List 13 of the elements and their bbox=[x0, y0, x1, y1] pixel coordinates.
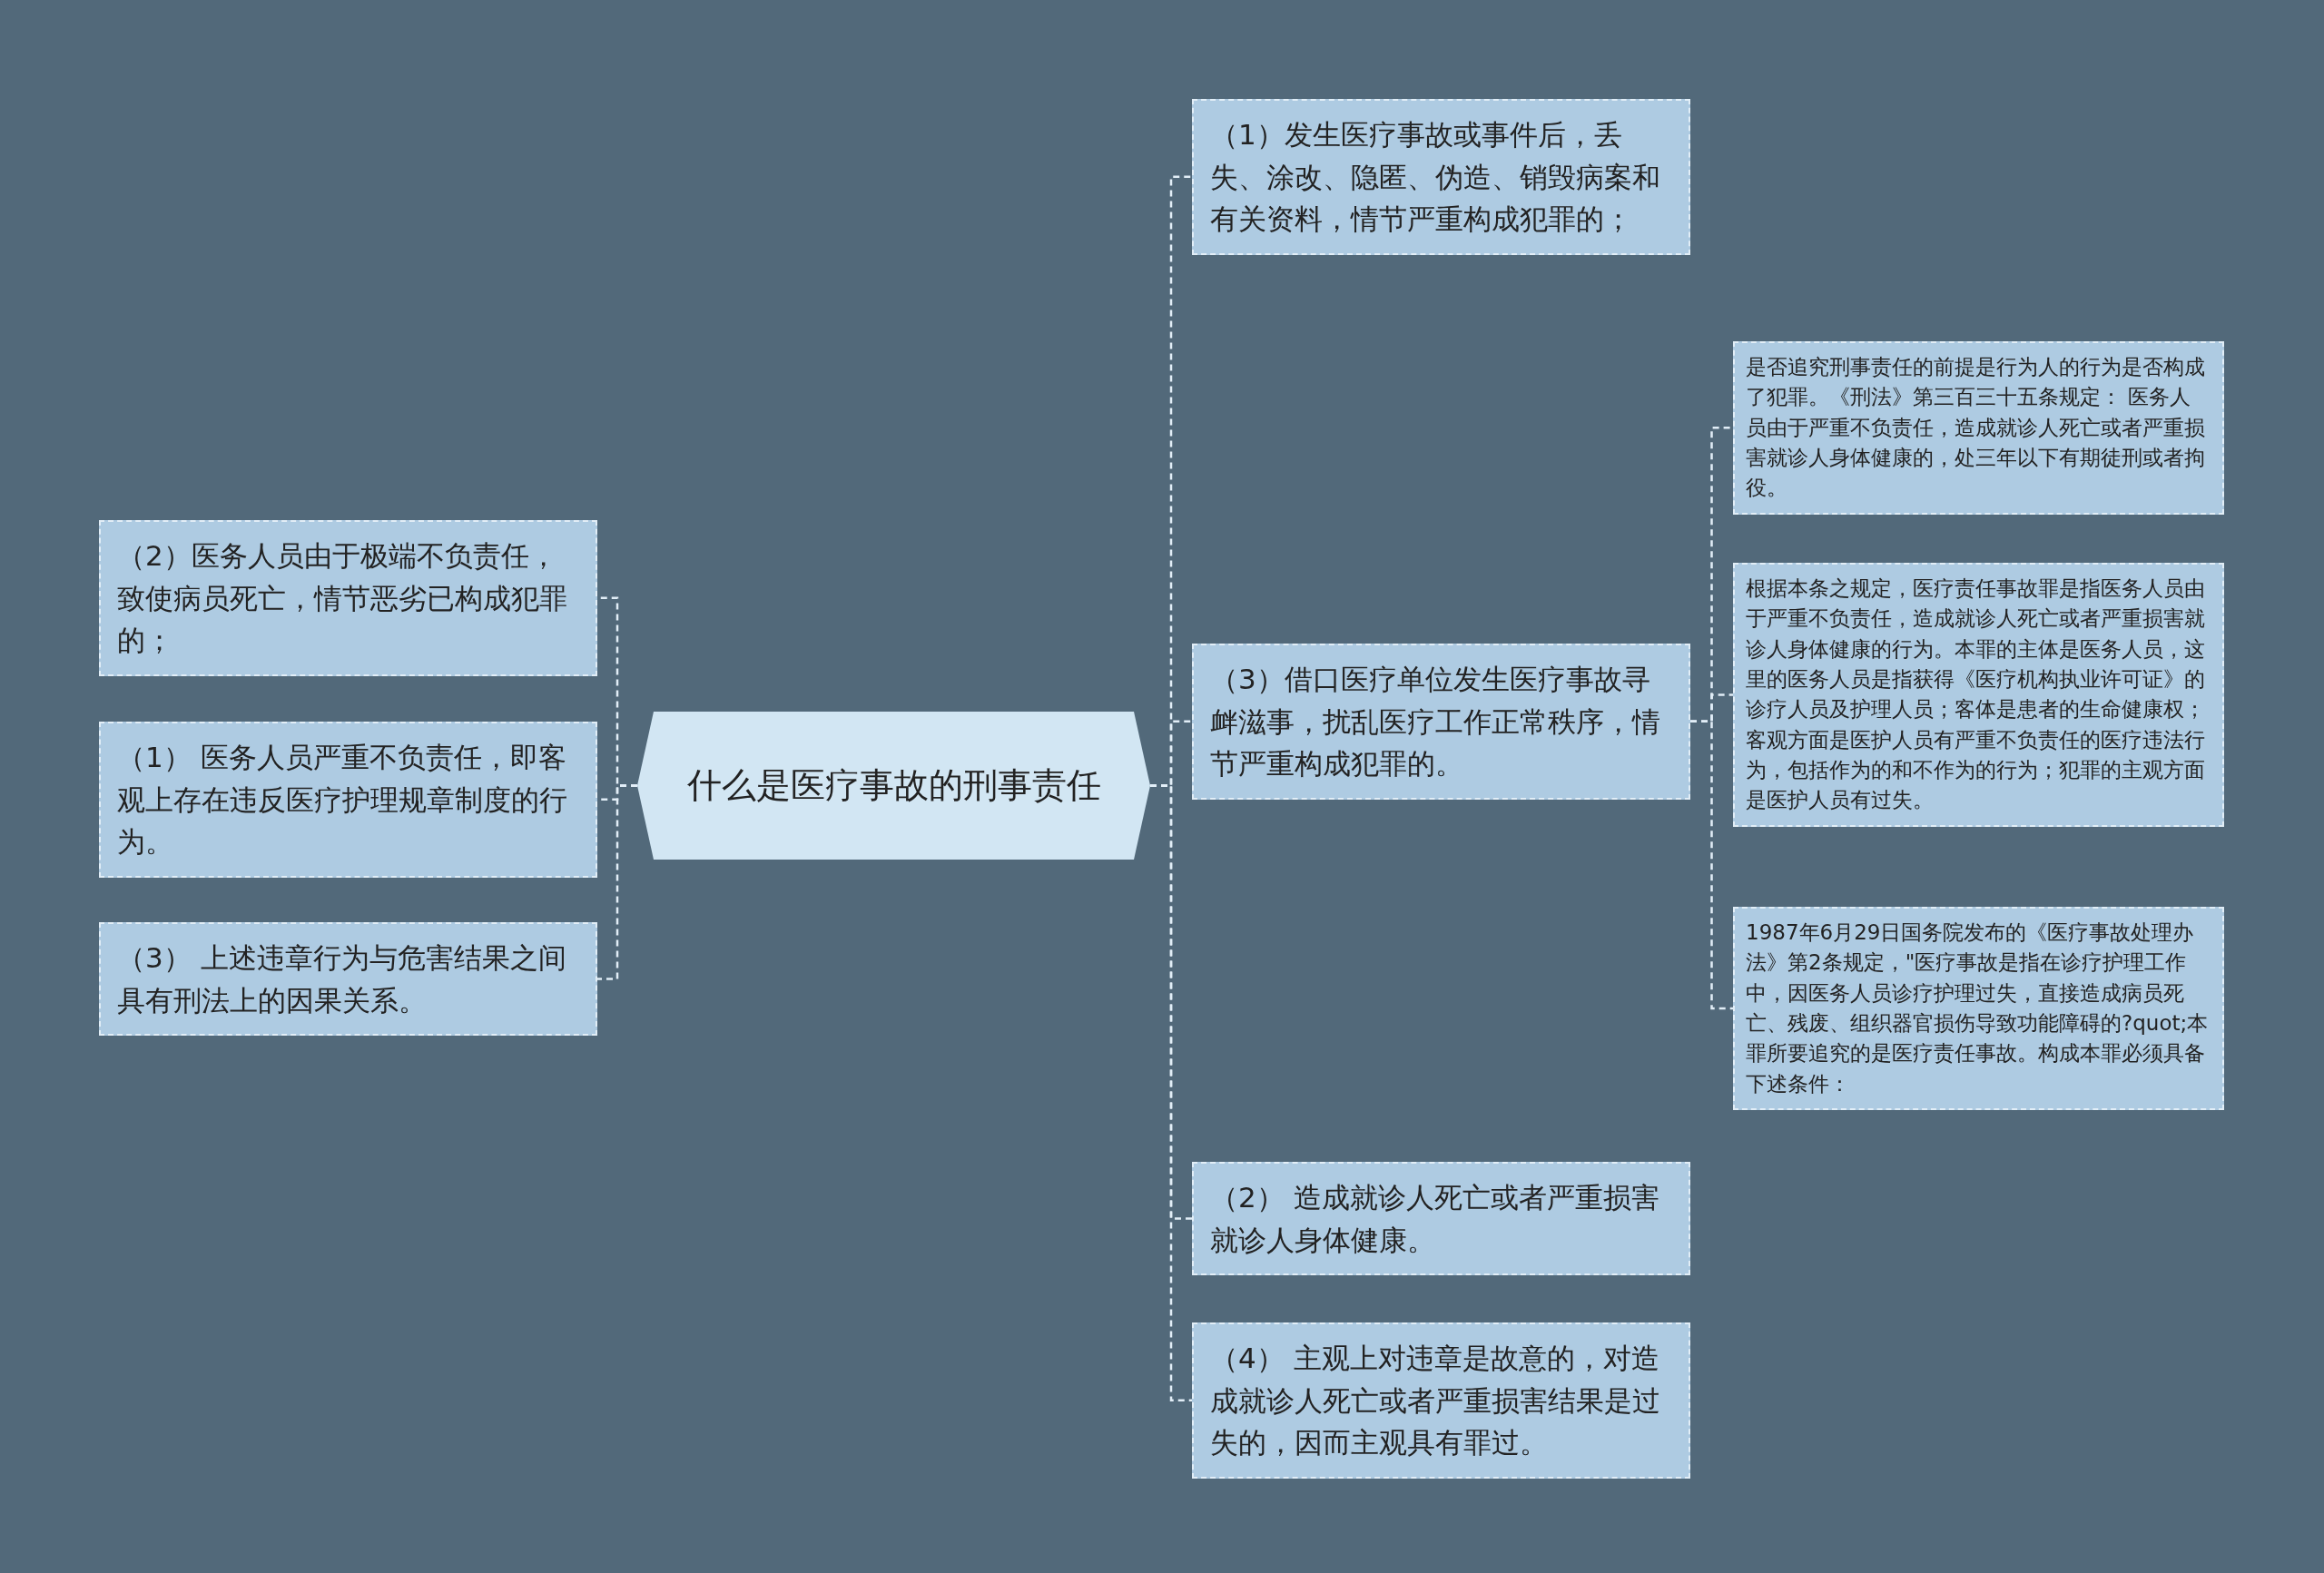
topic-box: （1） 医务人员严重不负责任，即客观上存在违反医疗护理规章制度的行为。 bbox=[99, 722, 597, 878]
topic-box: 是否追究刑事责任的前提是行为人的行为是否构成了犯罪。《刑法》第三百三十五条规定： 医务人员由于严重不负责任，造成就诊人死亡或者严重损害就诊人身体健康的，处三年以下有期徒刑或者拘役。 bbox=[1733, 341, 2224, 515]
topic-box: （2） 造成就诊人死亡或者严重损害就诊人身体健康。 bbox=[1192, 1162, 1690, 1275]
topic-box: （1）发生医疗事故或事件后，丢失、涂改、隐匿、伪造、销毁病案和有关资料，情节严重构成犯罪的； bbox=[1192, 99, 1690, 255]
topic-box: （4） 主观上对违章是故意的，对造成就诊人死亡或者严重损害结果是过失的，因而主观具有罪过。 bbox=[1192, 1322, 1690, 1479]
connector-line bbox=[597, 784, 637, 980]
topic-box: （3） 上述违章行为与危害结果之间具有刑法上的因果关系。 bbox=[99, 922, 597, 1036]
central-topic-text: 什么是医疗事故的刑事责任 bbox=[686, 763, 1101, 807]
topic-box: （2）医务人员由于极端不负责任，致使病员死亡，情节恶劣已构成犯罪的； bbox=[99, 520, 597, 676]
topic-box: （3）借口医疗单位发生医疗事故寻衅滋事，扰乱医疗工作正常秩序，情节严重构成犯罪的。 bbox=[1192, 644, 1690, 800]
topic-box: 1987年6月29日国务院发布的《医疗事故处理办法》第2条规定，"医疗事故是指在诊疗护理工作中，因医务人员诊疗护理过失，直接造成病员死亡、残废、组织器官损伤导致功能障碍的?quot;本罪所要追究的是医疗责任事故。构成本罪必须具备下述条件： bbox=[1733, 907, 2224, 1111]
topic-box: 根据本条之规定，医疗责任事故罪是指医务人员由于严重不负责任，造成就诊人死亡或者严重损害就诊人身体健康的行为。本罪的主体是医务人员，这里的医务人员是指获得《医疗机构执业许可证》的诊疗人员及护理人员；客体是患者的生命健康权；客观方面是医护人员有严重不负责任的医疗违法行为，包括作为的和不作为的行为；犯罪的主观方面是医护人员有过失。 bbox=[1733, 563, 2224, 827]
connector-line bbox=[1690, 720, 1733, 1010]
